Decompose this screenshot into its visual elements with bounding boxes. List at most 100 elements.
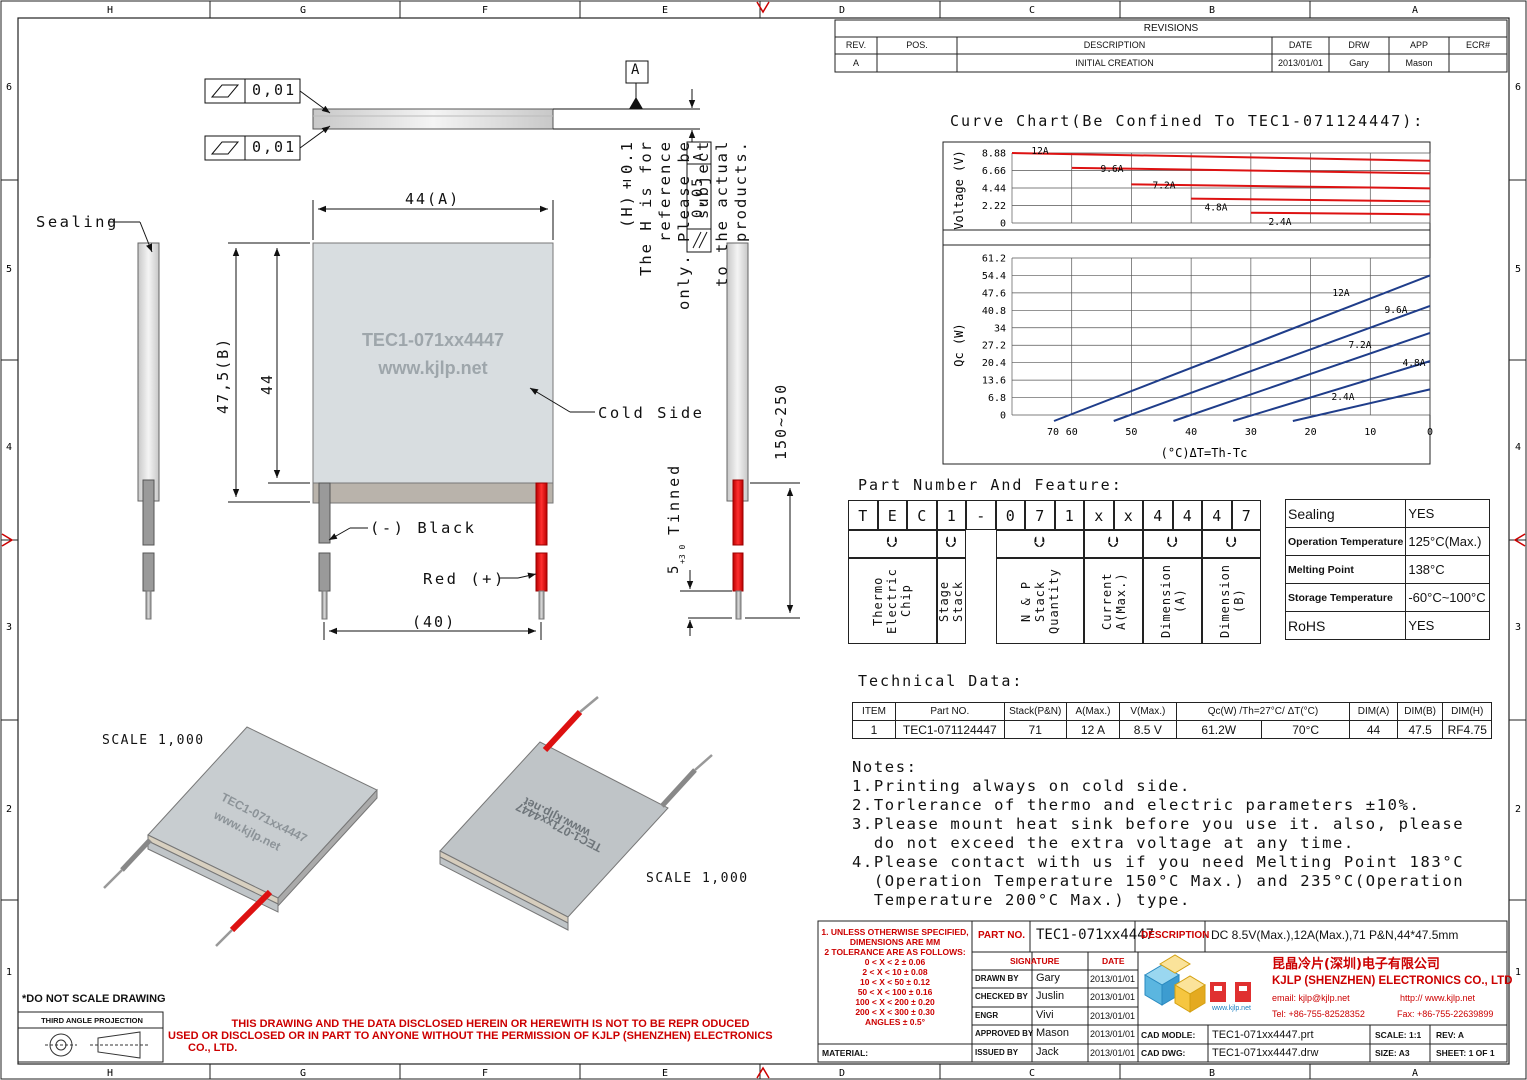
x-tick: 30 <box>1245 427 1257 438</box>
technical-value-cell: 70°C <box>1260 720 1351 739</box>
part-number-group-cell: Dimension (A) <box>1143 558 1202 644</box>
part-number-arrow-cell <box>936 530 966 558</box>
x-tick: 50 <box>1125 427 1137 438</box>
part-number-arrow-cell <box>995 530 1084 558</box>
part-number-char: 1 <box>936 500 966 530</box>
frame-col-label: G <box>300 1068 306 1079</box>
chart-title: Curve Chart(Be Confined To TEC1-07112444… <box>950 112 1425 130</box>
x-tick: 20 <box>1305 427 1317 438</box>
signature-name: Gary <box>1036 972 1060 984</box>
voltage-series-line <box>1191 197 1431 203</box>
note-line: 3.Please mount heat sink before you use … <box>852 815 1465 833</box>
flatness-value-1: 0,01 <box>252 81 297 99</box>
signature-date: 2013/01/01 <box>1090 1029 1136 1039</box>
revisions-row-cell: 2013/01/01 <box>1277 58 1324 68</box>
rev-value: REV: A <box>1436 1030 1465 1040</box>
technical-header-cell: V(Max.) <box>1119 702 1177 721</box>
signature-date: 2013/01/01 <box>1090 1011 1136 1021</box>
x-tick: 40 <box>1185 427 1197 438</box>
part-number-group-label: Dimension (B) <box>1217 563 1246 639</box>
signature-role: APPROVED BY <box>975 1029 1034 1038</box>
side-view-left <box>108 221 160 620</box>
material-label: MATERIAL: <box>822 1048 869 1058</box>
frame-col-label: F <box>482 5 488 16</box>
frame-row-label: 3 <box>1515 622 1521 633</box>
technical-value-cell: 71 <box>1003 720 1067 739</box>
qc-axis-label: Qc (W) <box>952 323 966 366</box>
voltage-series-line <box>1131 183 1431 190</box>
voltage-axis-label: Voltage (V) <box>952 150 966 229</box>
signature-role: ENGR <box>975 1011 999 1020</box>
h-note-line-1: (H)±0.1 <box>618 140 636 228</box>
date-label: DATE <box>1102 956 1125 966</box>
qc-series-line <box>1053 274 1431 422</box>
notes-lines: 1.Printing always on cold side.2.Torlera… <box>852 777 1464 910</box>
revisions-header-cell: ECR# <box>1465 40 1490 50</box>
voltage-series-label: 2.4A <box>1269 217 1292 228</box>
signature-name: Juslin <box>1036 990 1065 1002</box>
cad-dwg-label: CAD DWG: <box>1141 1048 1186 1058</box>
side-view-right <box>680 242 800 636</box>
tolerance-line: 200 < X < 300 ± 0.30 <box>855 1007 935 1017</box>
technical-value-cell: 44 <box>1349 720 1398 739</box>
tolerance-line: 50 < X < 100 ± 0.16 <box>857 987 933 997</box>
company-name-cn: 昆晶冷片(深圳)电子有限公司 <box>1272 957 1440 972</box>
down-arrow-icon: ⮋ <box>1107 533 1120 551</box>
part-number-char: C <box>907 500 937 530</box>
frame-row-label: 6 <box>6 82 12 93</box>
x-tick: 70 <box>1047 427 1059 438</box>
iso-view-1 <box>103 726 378 947</box>
part-number-group-label: Current A(Max.) <box>1099 572 1128 630</box>
qc-tick: 54.4 <box>982 271 1006 282</box>
technical-header-cell: Qc(W) /Th=27°C/ ΔT(°C) <box>1175 702 1351 721</box>
frame-row-label: 5 <box>1515 264 1521 275</box>
disclaimer-line-2: USED OR DISCLOSED OR IN PART TO ANYONE W… <box>168 1030 773 1042</box>
frame-col-label: D <box>839 1068 845 1079</box>
frame-col-label: C <box>1029 1068 1035 1079</box>
x-tick: 60 <box>1066 427 1078 438</box>
dim-lead-spacing: (40) <box>412 613 457 631</box>
voltage-series-line <box>1071 166 1431 175</box>
voltage-tick: 8.88 <box>982 149 1006 160</box>
part-number-char: 7 <box>1231 500 1261 530</box>
sheet-value: SHEET: 1 OF 1 <box>1436 1048 1495 1058</box>
part-number-char: 4 <box>1172 500 1202 530</box>
projection-label: THIRD ANGLE PROJECTION <box>41 1016 143 1025</box>
revisions-header-cell: DATE <box>1288 40 1313 50</box>
disclaimer: THIS DRAWING AND THE DATA DISCLOSED HERE… <box>168 1018 813 1054</box>
module-print-url: www.kjlp.net <box>378 358 488 378</box>
voltage-series-label: 9.6A <box>1101 164 1124 175</box>
feature-value: YES <box>1405 499 1490 528</box>
part-number-char: 4 <box>1143 500 1173 530</box>
part-number-group-cell: Dimension (B) <box>1202 558 1261 644</box>
qc-tick: 34 <box>994 323 1006 334</box>
dim-height-b: 47,5(B) <box>214 336 232 414</box>
frame-row-label: 1 <box>1515 967 1521 978</box>
dim-width: 44(A) <box>405 190 461 208</box>
company-tel: Tel: +86-755-82528352 <box>1272 1009 1365 1019</box>
frame-row-label: 4 <box>1515 442 1521 453</box>
third-angle-projection-symbol <box>45 1031 150 1059</box>
note-line: 4.Please contact with us if you need Mel… <box>852 853 1465 871</box>
part-number-title: Part Number And Feature: <box>858 476 1123 494</box>
frame-col-label: A <box>1412 1068 1418 1079</box>
part-number-arrow-cell <box>848 530 937 558</box>
company-name-en: KJLP (SHENZHEN) ELECTRONICS CO., LTD <box>1272 975 1513 987</box>
qc-series-label: 7.2A <box>1349 340 1372 351</box>
technical-value-cell: 8.5 V <box>1119 720 1177 739</box>
part-number-char: E <box>877 500 907 530</box>
frame-col-label: G <box>300 5 306 16</box>
part-no-value: TEC1-071xx4447 <box>1036 927 1155 943</box>
part-number-char: 4 <box>1202 500 1232 530</box>
x-tick: 10 <box>1364 427 1376 438</box>
part-number-arrow-cell <box>1202 530 1261 558</box>
revisions-grid <box>834 19 1508 73</box>
feature-key: Storage Temperature <box>1284 583 1407 612</box>
signature-name: Mason <box>1036 1027 1070 1039</box>
qc-series-label: 9.6A <box>1385 305 1408 316</box>
scale-label-1: SCALE 1,000 <box>102 733 205 748</box>
part-number-char: 1 <box>1054 500 1084 530</box>
